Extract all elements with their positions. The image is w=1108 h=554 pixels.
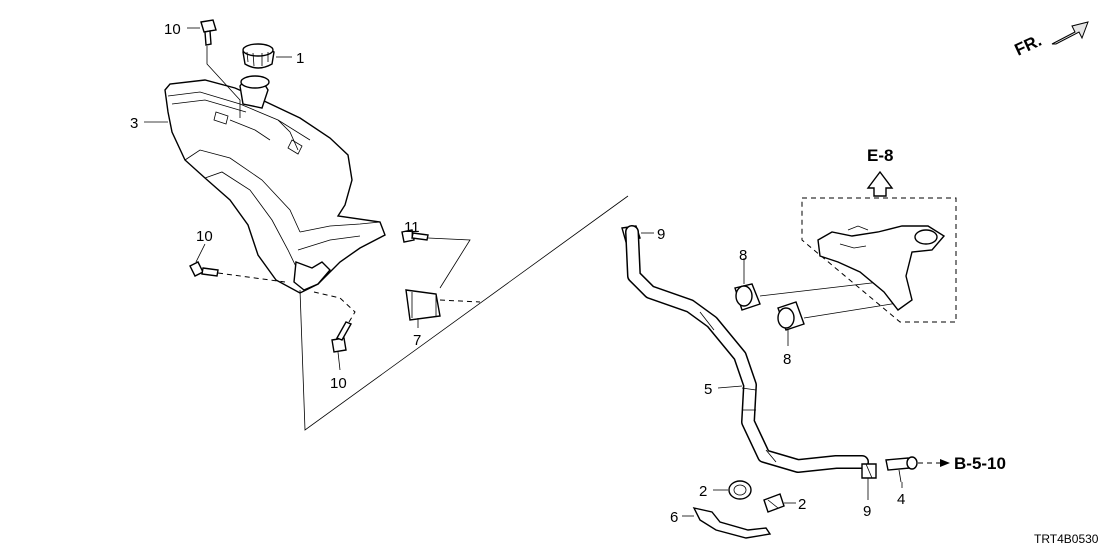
callout-8-lower: 8: [783, 351, 791, 368]
bracket-7: [405, 289, 481, 321]
callout-2-right: 2: [798, 496, 806, 513]
up-arrow-icon: [866, 170, 894, 197]
callout-8-upper: 8: [739, 247, 747, 264]
bolt-left: [189, 261, 286, 283]
callout-1: 1: [296, 50, 304, 67]
callout-10-left: 10: [196, 228, 213, 245]
callout-2-left: 2: [699, 483, 707, 500]
bracket-stay-6: [682, 506, 772, 539]
bolt-bottom: [313, 291, 356, 353]
callout-9-bottom: 9: [863, 503, 871, 520]
diagram-code: TRT4B0530: [1034, 532, 1099, 546]
b510-arrowhead-icon: [940, 459, 950, 467]
bolt-top: [200, 19, 241, 118]
washer-tank: [164, 75, 386, 294]
nozzle-joint-4: [885, 456, 918, 483]
clamp-right: [763, 493, 785, 513]
callout-5: 5: [704, 381, 712, 398]
callout-7: 7: [413, 332, 421, 349]
callout-leaders: [187, 27, 903, 504]
callout-11: 11: [404, 219, 420, 236]
grommet-leader-upper: [759, 281, 881, 297]
washer-hose: [625, 225, 869, 473]
callout-6: 6: [670, 509, 678, 526]
clamp-left: [728, 480, 752, 500]
callout-9-top: 9: [657, 226, 665, 243]
connector-line: [299, 195, 629, 431]
front-direction-indicator: FR.: [1012, 21, 1089, 60]
callout-10-bottom: 10: [330, 375, 347, 392]
b510-reference-label: B-5-10: [954, 454, 1006, 473]
front-arrow-icon: [1051, 21, 1089, 45]
clip-9-bottom: [861, 463, 877, 479]
callout-4: 4: [897, 491, 905, 508]
tank-cap: [242, 43, 275, 69]
grommet-upper: [734, 283, 761, 311]
e8-reference-label: E-8: [867, 146, 893, 165]
bolt-11: [401, 229, 471, 289]
grommet-lower: [777, 301, 805, 331]
grommet-leader-lower: [803, 301, 905, 319]
callout-10-top: 10: [164, 21, 181, 38]
front-direction-label: FR.: [1012, 31, 1045, 60]
e8-reference-group: E-8: [801, 146, 957, 323]
callout-3: 3: [130, 115, 138, 132]
body-panel-part: [817, 225, 946, 311]
